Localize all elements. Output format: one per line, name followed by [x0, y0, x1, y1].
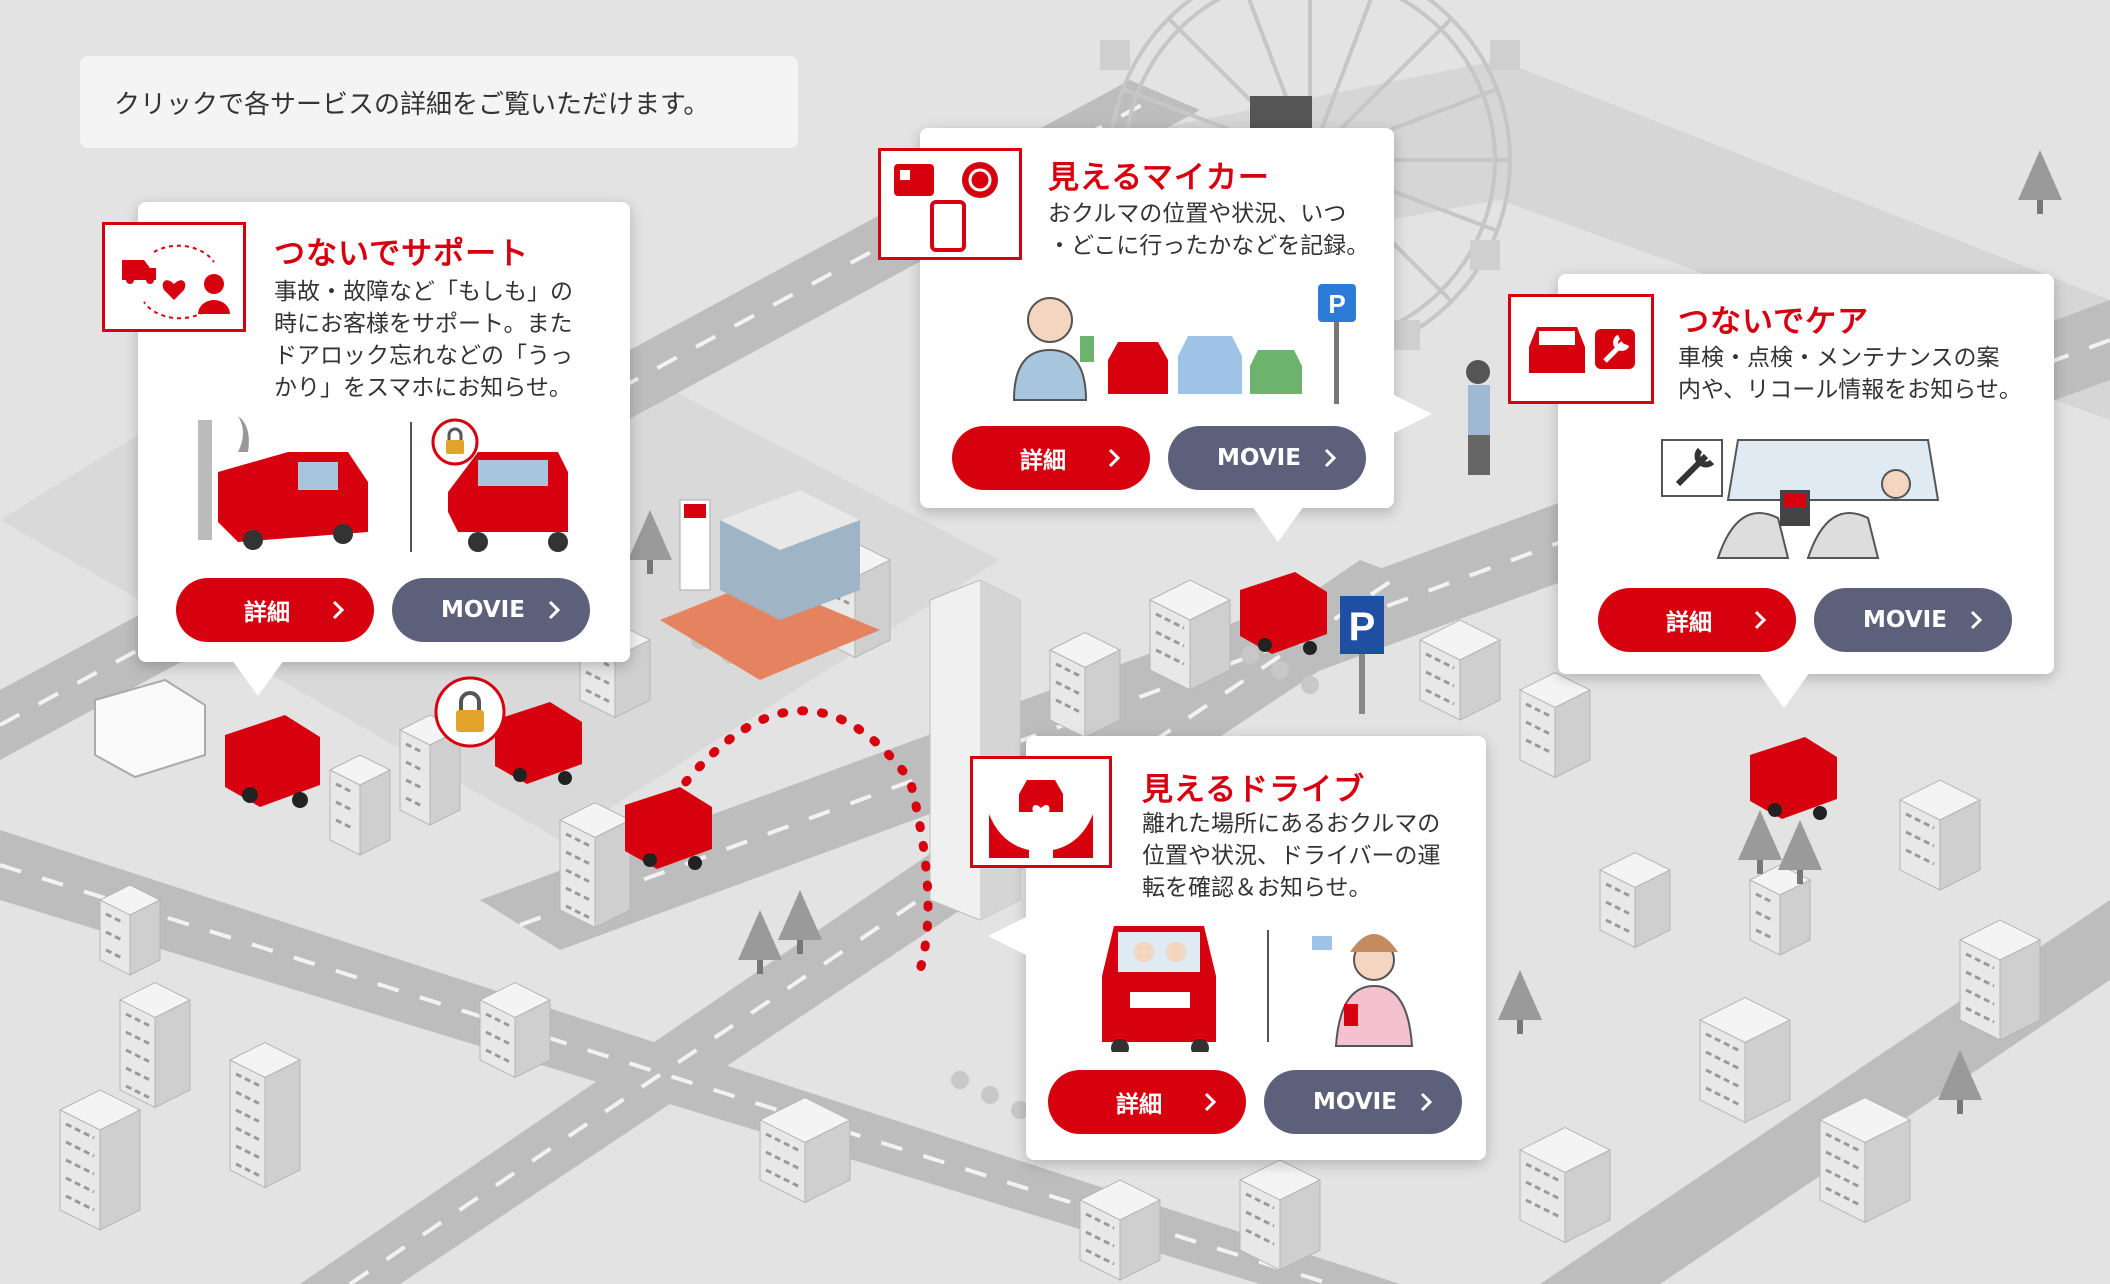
- detail-button[interactable]: 詳細: [1048, 1070, 1246, 1134]
- chevron-right-icon: [1324, 448, 1337, 468]
- hands-car-icon: [970, 756, 1112, 868]
- detail-button-label: 詳細: [1116, 1092, 1162, 1118]
- card-title: つないでケア: [1678, 304, 1870, 340]
- movie-button-label: MOVIE: [1217, 445, 1301, 471]
- car-wrench-icon: [1508, 294, 1654, 404]
- detail-button-label: 詳細: [1020, 448, 1066, 474]
- movie-button[interactable]: MOVIE: [1264, 1070, 1462, 1134]
- my-car-illustration: P: [1012, 284, 1356, 404]
- card-title: つないでサポート: [274, 236, 530, 272]
- card-title: 見えるマイカー: [1048, 160, 1270, 196]
- card-description: 車検・点検・メンテナンスの案 内や、リコール情報をお知らせ。: [1678, 345, 2022, 403]
- chevron-right-icon: [1420, 1092, 1433, 1112]
- car-heart-operator-icon: [102, 222, 246, 332]
- chevron-right-icon: [332, 600, 345, 620]
- detail-button[interactable]: 詳細: [952, 426, 1150, 490]
- usage-hint: クリックで各サービスの詳細をご覧いただけます。: [80, 56, 798, 148]
- movie-button[interactable]: MOVIE: [1168, 426, 1366, 490]
- service-card-mycar[interactable]: 見えるマイカー おクルマの位置や状況、いつ ・どこに行ったかなどを記録。 P 詳…: [878, 128, 1432, 542]
- service-card-drive[interactable]: 見えるドライブ 離れた場所にあるおクルマの 位置や状況、ドライバーの運 転を確認…: [970, 736, 1486, 1160]
- service-card-care[interactable]: つないでケア 車検・点検・メンテナンスの案 内や、リコール情報をお知らせ。 詳細…: [1508, 274, 2054, 708]
- car-interior-illustration: [1661, 439, 1940, 559]
- chevron-right-icon: [1754, 610, 1767, 630]
- remote-watch-illustration: [1102, 926, 1414, 1052]
- detail-button-label: 詳細: [244, 600, 290, 626]
- service-card-support[interactable]: つないでサポート 事故・故障など「もしも」の 時にお客様をサポート。また ドアロ…: [102, 202, 630, 696]
- movie-button[interactable]: MOVIE: [392, 578, 590, 642]
- chevron-right-icon: [1108, 448, 1121, 468]
- card-description: 離れた場所にあるおクルマの 位置や状況、ドライバーの運 転を確認＆お知らせ。: [1142, 811, 1441, 901]
- accident-illustration: [198, 416, 568, 552]
- chevron-right-icon: [548, 600, 561, 620]
- chevron-right-icon: [1204, 1092, 1217, 1112]
- card-description: おクルマの位置や状況、いつ ・どこに行ったかなどを記録。: [1048, 201, 1370, 259]
- card-title: 見えるドライブ: [1142, 772, 1366, 808]
- parking-sign-letter: P: [1328, 289, 1345, 319]
- detail-button-label: 詳細: [1666, 610, 1712, 636]
- chevron-right-icon: [1970, 610, 1983, 630]
- parking-meter-phone-icon: [878, 148, 1022, 260]
- parking-sign-letter: P: [1349, 605, 1376, 649]
- movie-button-label: MOVIE: [1863, 607, 1947, 633]
- detail-button[interactable]: 詳細: [1598, 588, 1796, 652]
- movie-button-label: MOVIE: [1313, 1089, 1397, 1115]
- detail-button[interactable]: 詳細: [176, 578, 374, 642]
- movie-button-label: MOVIE: [441, 597, 525, 623]
- usage-hint-text: クリックで各サービスの詳細をご覧いただけます。: [114, 89, 710, 120]
- card-description: 事故・故障など「もしも」の 時にお客様をサポート。また ドアロック忘れなどの「う…: [274, 279, 573, 401]
- movie-button[interactable]: MOVIE: [1814, 588, 2012, 652]
